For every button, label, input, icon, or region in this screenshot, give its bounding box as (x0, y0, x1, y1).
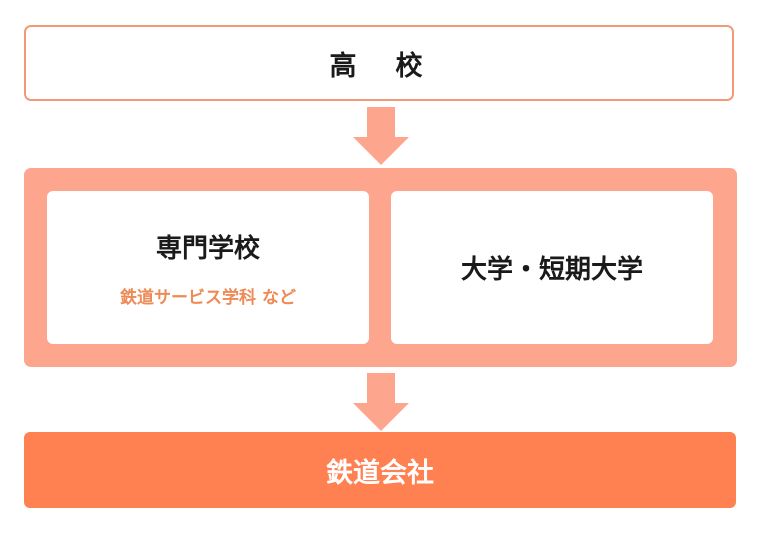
high-school-box: 高 校 (24, 25, 734, 101)
down-arrow-icon (353, 373, 409, 431)
down-arrow-icon (353, 107, 409, 165)
vocational-school-subtitle: 鉄道サービス学科 など (120, 287, 296, 308)
university-box: 大学・短期大学 (391, 191, 713, 344)
vocational-school-title: 専門学校 (155, 233, 260, 264)
education-options-panel: 専門学校 鉄道サービス学科 など 大学・短期大学 (24, 168, 737, 367)
railway-company-label: 鉄道会社 (326, 457, 434, 489)
railway-company-box: 鉄道会社 (24, 432, 736, 508)
vocational-school-box: 専門学校 鉄道サービス学科 など (47, 191, 369, 344)
high-school-label: 高 校 (329, 50, 429, 82)
university-title: 大学・短期大学 (460, 255, 643, 285)
